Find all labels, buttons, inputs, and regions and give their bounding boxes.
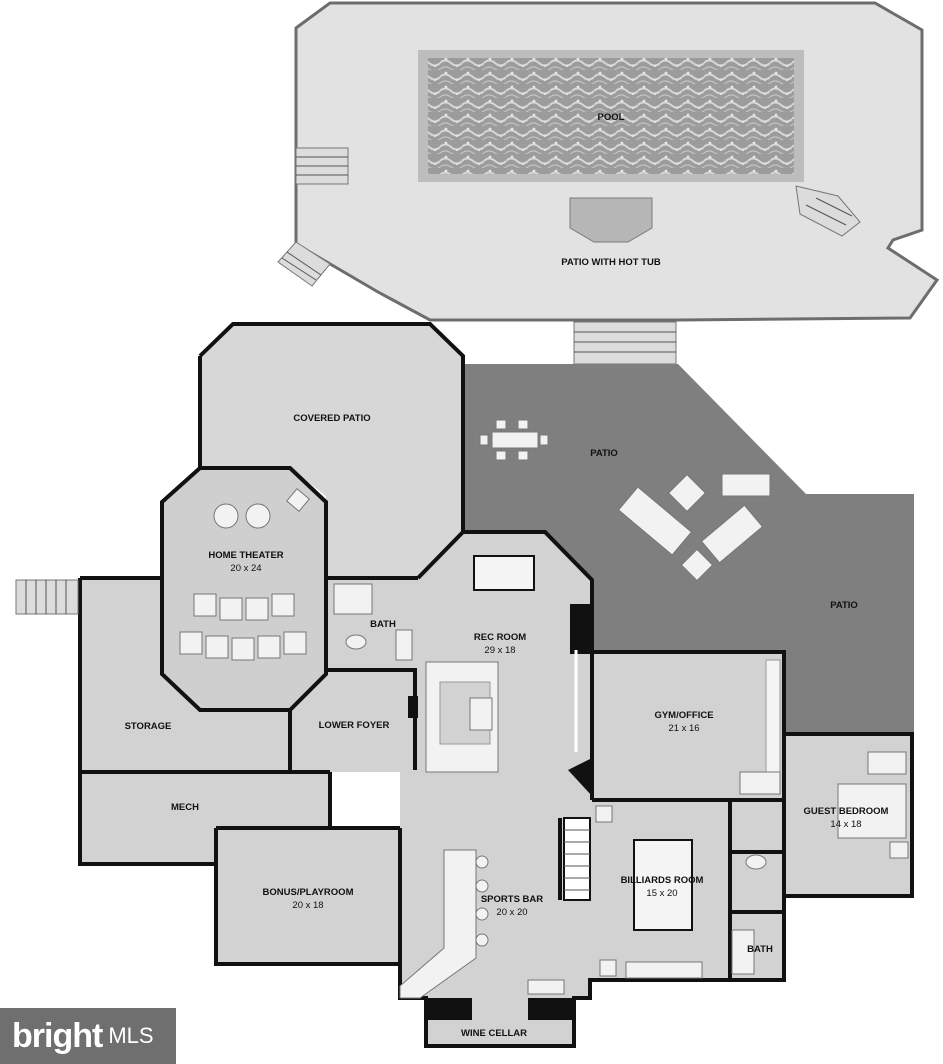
patio-center-label: PATIO	[590, 448, 618, 459]
patio-east-label: PATIO	[830, 600, 858, 611]
patio-hot-tub-label: PATIO WITH HOT TUB	[561, 257, 661, 268]
billiards-room-dims: 15 x 20	[646, 888, 677, 899]
storage-label: STORAGE	[125, 721, 172, 732]
billiards-furniture	[595, 805, 703, 979]
hot-tub	[569, 197, 653, 243]
home-theater-dims: 20 x 24	[230, 563, 261, 574]
pool-deck	[277, 1, 940, 365]
bonus-playroom-dims: 20 x 18	[292, 900, 323, 911]
rec-room-furniture	[425, 555, 578, 773]
gym-fixtures	[739, 659, 781, 795]
bath-fixtures-upper	[333, 583, 413, 661]
bath-fixtures-lower	[731, 854, 767, 975]
home-theater-label: HOME THEATER	[208, 550, 283, 561]
bath-upper-label: BATH	[370, 619, 396, 630]
guest-bedroom-dims: 14 x 18	[830, 819, 861, 830]
interior-stairs	[563, 817, 591, 901]
guest-bedroom-furniture	[837, 751, 909, 859]
gym-office-label: GYM/OFFICE	[654, 710, 713, 721]
wall-accents	[408, 604, 592, 1020]
patio-lounge-set	[617, 473, 771, 582]
brand-suffix: MLS	[108, 1023, 154, 1048]
dining-set	[479, 419, 549, 461]
billiards-room-label: BILLIARDS ROOM	[621, 875, 704, 886]
theater-seating	[179, 488, 310, 661]
deck-stairs-west	[277, 241, 331, 287]
gym-office-dims: 21 x 16	[668, 723, 699, 734]
pool-water	[428, 58, 794, 174]
mech-label: MECH	[171, 802, 199, 813]
sports-bar-label: SPORTS BAR	[481, 894, 543, 905]
west-stairs	[15, 579, 79, 615]
rec-room-label: REC ROOM	[474, 632, 526, 643]
patio-surface	[463, 364, 914, 734]
bright-mls-watermark: bright MLS	[0, 1008, 176, 1064]
bath-lower-label: BATH	[747, 944, 773, 955]
lower-foyer-label: LOWER FOYER	[319, 720, 390, 731]
sports-bar-furniture	[399, 849, 565, 999]
guest-bedroom-label: GUEST BEDROOM	[804, 806, 889, 817]
pool-label: POOL	[598, 112, 625, 123]
sports-bar-dims: 20 x 20	[496, 907, 527, 918]
brand-name: bright	[12, 1016, 103, 1055]
bonus-playroom-label: BONUS/PLAYROOM	[263, 887, 354, 898]
rec-room-dims: 29 x 18	[484, 645, 515, 656]
covered-patio-label: COVERED PATIO	[293, 413, 370, 424]
wine-cellar-label: WINE CELLAR	[461, 1028, 527, 1039]
deck-stairs-south	[573, 321, 677, 365]
walls	[78, 322, 914, 1048]
pool-stairs-right	[795, 185, 861, 237]
covered-patio-area	[200, 324, 463, 578]
pool-stairs-left	[295, 147, 349, 185]
